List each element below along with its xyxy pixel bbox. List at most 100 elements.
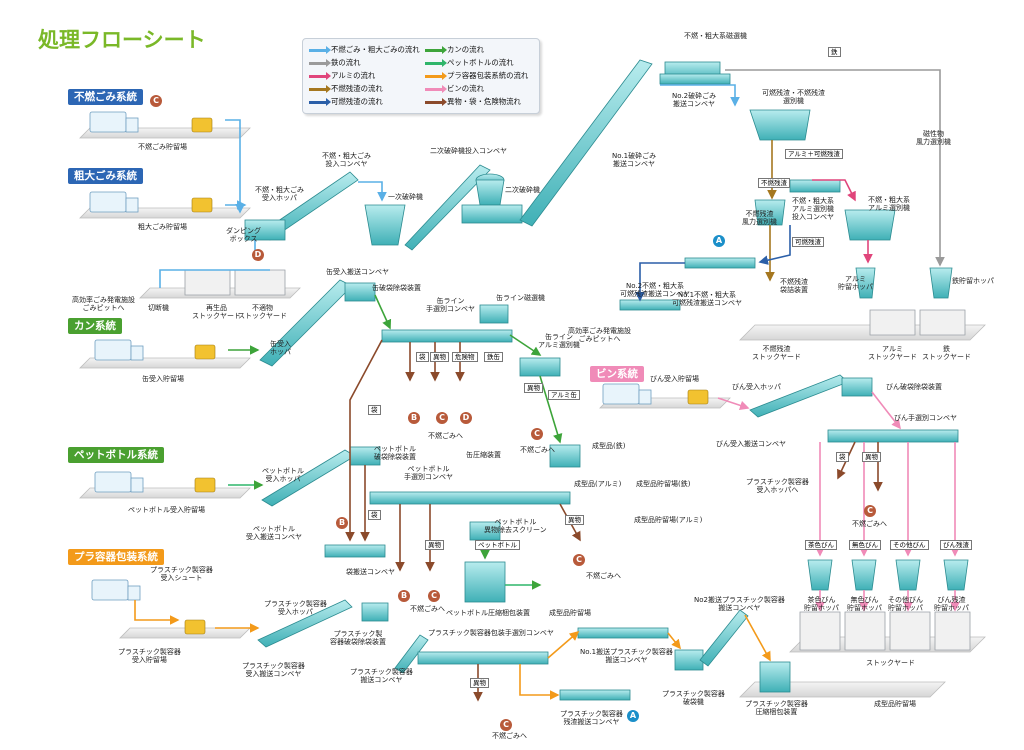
loader-icons	[184, 117, 709, 635]
legend-item: 異物・袋・危険物流れ	[425, 97, 521, 107]
tag-bag: 袋	[368, 510, 381, 520]
legend-item: カンの流れ	[425, 45, 484, 55]
label-plastic-hopper: プラスチック製容器受入ホッパ	[264, 600, 327, 616]
label-crusher2-conveyor: 二次破砕機投入コンベヤ	[430, 147, 507, 155]
label-product-yard: 成型品貯留場	[549, 609, 591, 617]
marker-d: D	[252, 249, 264, 261]
label-no1-kanen-conveyor: No.1不燃・粗大系可燃残渣搬送コンベヤ	[672, 291, 742, 307]
flow-lines	[134, 69, 960, 702]
label-funen-gomi: 不燃ごみへ	[586, 572, 621, 580]
label-pet-conveyor: ペットボトル受入搬送コンベヤ	[246, 525, 302, 541]
tag-bag: 袋	[836, 452, 849, 462]
label-no1-plastic-conveyor: No.1搬送プラスチック製容器搬送コンベヤ	[580, 648, 673, 664]
tag-foreign: 異物	[524, 383, 543, 393]
label-bin-conveyor: びん受入搬送コンベヤ	[716, 440, 786, 448]
tag-bin-residue: びん残渣	[940, 540, 972, 550]
label-no2-kanen-conveyor: No.2不燃・粗大系可燃残渣搬送コンベヤ	[620, 282, 690, 298]
tag-funen-residue: 不燃残渣	[758, 178, 790, 188]
label-plastic-chute: プラスチック製容器受入シュート	[150, 566, 213, 582]
label-funen-gomi: 不燃ごみへ	[520, 446, 555, 454]
label-bin-hopper: びん受入ホッパ	[732, 383, 781, 391]
tag-pet: ペットボトル	[475, 540, 520, 550]
legend-item: 不燃ごみ・粗大ごみの流れ	[309, 45, 420, 55]
marker-b: B	[408, 412, 420, 424]
system-badge-plastic: プラ容器包装系統	[68, 549, 164, 565]
system-badge-bin: ビン系統	[590, 366, 644, 382]
legend-item: ペットボトルの流れ	[425, 58, 514, 68]
label-funen-pit: 不燃ごみ貯留場	[138, 143, 187, 151]
label-pet-screen: ペットボトル異物除去スクリーン	[484, 518, 547, 534]
label-funen-gomi: 不燃ごみへ	[492, 732, 527, 740]
label-plastic-press: プラスチック製容器圧縮梱包装置	[745, 700, 808, 716]
label-iron-yard: 鉄ストックヤード	[922, 345, 971, 361]
label-plastic-crusher: プラスチック製容器破袋機	[662, 690, 725, 706]
marker-c: C	[436, 412, 448, 424]
label-product-yard: 成型品貯留場	[874, 700, 916, 708]
tag-alumi-residue: アルミ＋可燃残渣	[785, 149, 843, 159]
label-funen-residue-yard: 不燃残渣ストックヤード	[752, 345, 801, 361]
marker-a: A	[627, 710, 639, 722]
label-other-hopper: その他びん貯留ホッパ	[888, 596, 923, 612]
label-can-conveyor: 缶受入搬送コンベヤ	[326, 268, 389, 276]
marker-c: C	[150, 95, 162, 107]
label-plastic-hopper-dest: プラスチック製容器受入ホッパへ	[746, 478, 809, 494]
label-plastic-transport: プラスチック製容器搬送コンベヤ	[350, 668, 413, 684]
label-funen-gomi: 不燃ごみへ	[428, 432, 463, 440]
label-hq-pit-right: 高効率ごみ発電施設ごみピットへ	[568, 327, 631, 343]
label-funen-gomi: 不燃ごみへ	[410, 605, 445, 613]
tag-danger: 危険物	[452, 352, 478, 362]
label-product-alumi-yard: 成型品貯留場(アルミ)	[634, 516, 703, 524]
page-title: 処理フローシート	[38, 28, 206, 52]
label-pet-bag-breaker: ペットボトル破袋除袋装置	[374, 445, 416, 461]
label-can-bag-breaker: 缶破袋除袋装置	[372, 284, 421, 292]
label-hq-pit-left: 高効率ごみ発電施設ごみピットへ	[72, 296, 135, 312]
tag-clear-bin: 無色びん	[849, 540, 881, 550]
stock-yard-walls	[184, 269, 971, 651]
tag-bag: 袋	[416, 352, 429, 362]
label-plastic-residue-conveyor: プラスチック製容器残渣搬送コンベヤ	[560, 710, 623, 726]
label-crusher1: 一次破砕機	[388, 193, 423, 201]
marker-c: C	[573, 554, 585, 566]
label-magnet-sodai: 不燃・粗大系磁選機	[684, 32, 747, 40]
system-badge-pet: ペットボトル系統	[68, 447, 164, 463]
legend-item: 不燃残渣の流れ	[309, 84, 383, 94]
tag-bag: 袋	[368, 405, 381, 415]
label-no2-plastic-conveyor: No2搬送プラスチック製容器搬送コンベヤ	[694, 596, 785, 612]
label-magnetic-separator: 磁性物風力選別機	[916, 130, 951, 146]
marker-c: C	[428, 590, 440, 602]
tag-kanen-residue: 可燃残渣	[792, 237, 824, 247]
marker-b: B	[336, 517, 348, 529]
legend-item: アルミの流れ	[309, 71, 375, 81]
label-bag-conveyor: 袋搬送コンベヤ	[346, 568, 395, 576]
tag-foreign: 異物	[430, 352, 449, 362]
label-product-alumi: 成型品(アルミ)	[574, 480, 622, 488]
label-pet-press: ペットボトル圧縮梱包装置	[446, 609, 530, 617]
label-stock-yard: ストックヤード	[866, 659, 915, 667]
label-can-alumi-selector: 缶ラインアルミ選別機	[538, 333, 580, 349]
marker-a: A	[713, 235, 725, 247]
label-brown-hopper: 茶色びん貯留ホッパ	[804, 596, 839, 612]
machines	[244, 59, 969, 701]
label-alumi-selector-conveyor: 不燃・粗大系アルミ選別機投入コンベヤ	[792, 197, 834, 221]
label-alumi-yard: アルミストックヤード	[868, 345, 917, 361]
label-clear-hopper: 無色びん貯留ホッパ	[847, 596, 882, 612]
tag-iron-can: 鉄缶	[484, 352, 503, 362]
system-badge-sodai: 粗大ごみ系統	[68, 168, 143, 184]
label-product-iron-yard: 成型品貯留場(鉄)	[636, 480, 691, 488]
label-product-iron: 成型品(鉄)	[592, 442, 626, 450]
tag-foreign: 異物	[565, 515, 584, 525]
legend-box: 不燃ごみ・粗大ごみの流れ 鉄の流れ アルミの流れ 不燃残渣の流れ 可燃残渣の流れ…	[302, 38, 540, 114]
system-badge-funen: 不燃ごみ系統	[68, 89, 143, 105]
label-unfit-yard: 不適物ストックヤード	[238, 304, 287, 320]
label-bin-pit: びん受入貯留場	[650, 375, 699, 383]
label-no1-crushed-conveyor: No.1破砕ごみ搬送コンベヤ	[612, 152, 657, 168]
label-plastic-pit: プラスチック製容器受入貯留場	[118, 648, 181, 664]
label-plastic-manual: プラスチック製容器包装手選別コンベヤ	[428, 629, 554, 637]
label-funen-conveyor: 不燃・粗大ごみ投入コンベヤ	[322, 152, 371, 168]
tag-foreign: 異物	[470, 678, 489, 688]
label-funen-wind-selector: 不燃残渣風力選別機	[742, 210, 777, 226]
label-sodai-pit: 粗大ごみ貯留場	[138, 223, 187, 231]
label-can-manual-conveyor: 缶ライン手選別コンベヤ	[426, 297, 475, 313]
label-plastic-bag-breaker: プラスチック製容器破袋除袋装置	[330, 630, 386, 646]
label-recycle-yard: 再生品ストックヤード	[192, 304, 241, 320]
